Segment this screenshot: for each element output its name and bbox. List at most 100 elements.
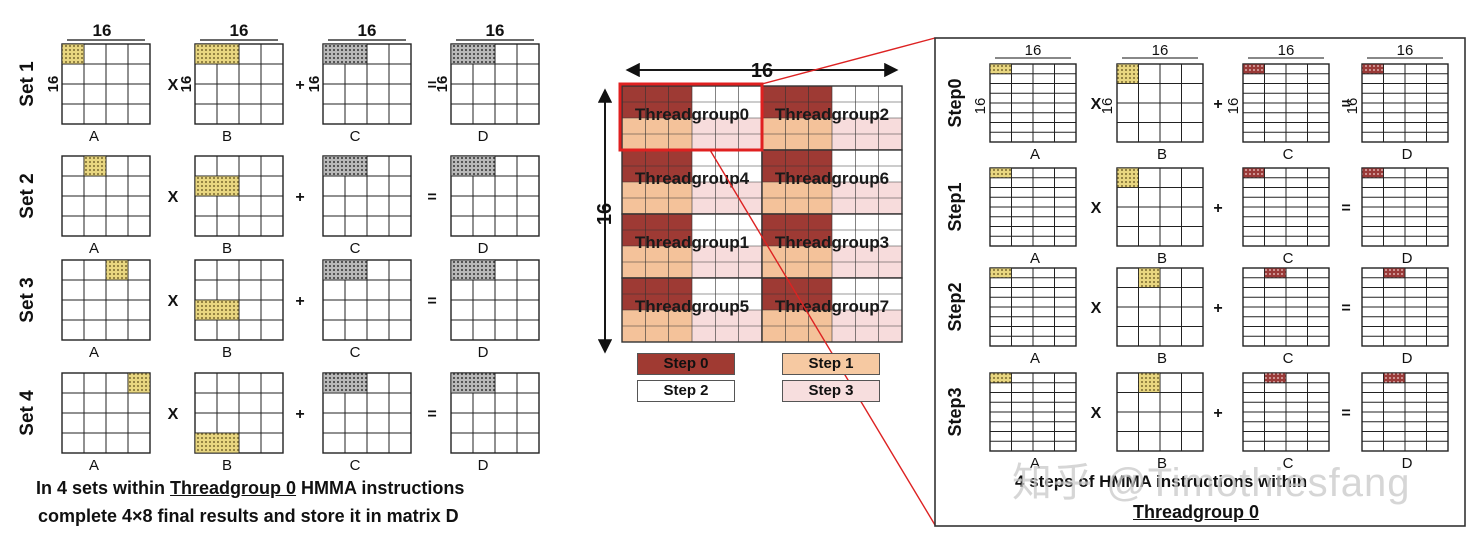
set4-label-b: B bbox=[222, 457, 232, 474]
threadgroup-block: Threadgroup6 bbox=[761, 149, 903, 215]
threadgroup-label-0: Threadgroup0 bbox=[635, 105, 749, 124]
step3-label-d: D bbox=[1402, 455, 1413, 472]
left-caption-pre: In 4 sets within bbox=[36, 478, 171, 498]
step-label-1: Step1 bbox=[945, 182, 965, 231]
step-label-0: Step0 bbox=[945, 78, 965, 127]
set2-tile-d bbox=[450, 155, 496, 177]
right-dim-side-0: 16 bbox=[972, 98, 989, 115]
step3-label-c: C bbox=[1283, 455, 1294, 472]
set1-tile-b bbox=[194, 43, 240, 65]
step3-tile-b bbox=[1138, 372, 1161, 393]
step0-op-2: = bbox=[1341, 96, 1350, 113]
legend-step0-label: Step 0 bbox=[663, 355, 709, 372]
dim-label-top-3: 16 bbox=[486, 21, 505, 40]
set1-label-c: C bbox=[350, 128, 361, 145]
step3-op-0: X bbox=[1091, 405, 1102, 422]
step1-tile-d bbox=[1361, 167, 1384, 179]
step2-tile-c bbox=[1264, 267, 1287, 279]
set3-tile-b bbox=[194, 299, 240, 321]
set4-label-c: C bbox=[350, 457, 361, 474]
step0-matrix-c bbox=[1242, 63, 1330, 143]
threadgroup-label-1: Threadgroup2 bbox=[775, 105, 889, 124]
set-label-1: Set 1 bbox=[17, 61, 38, 107]
set1-op-2: = bbox=[427, 77, 436, 94]
set1-label-d: D bbox=[478, 128, 489, 145]
set3-label-c: C bbox=[350, 344, 361, 361]
right-dim-top-3: 16 bbox=[1397, 42, 1414, 59]
set3-op-0: X bbox=[168, 293, 179, 310]
step2-op-2: = bbox=[1341, 300, 1350, 317]
set1-label-b: B bbox=[222, 128, 232, 145]
set2-tile-c bbox=[322, 155, 368, 177]
dim-label-side-0: 16 bbox=[45, 76, 62, 93]
threadgroup0-highlight bbox=[618, 82, 764, 152]
threadgroup-label-5: Threadgroup3 bbox=[775, 233, 889, 252]
step1-op-2: = bbox=[1341, 200, 1350, 217]
set1-tile-c bbox=[322, 43, 368, 65]
set3-op-1: + bbox=[295, 293, 304, 310]
left-caption: In 4 sets within Threadgroup 0 HMMA inst… bbox=[36, 478, 464, 499]
set3-tile-d bbox=[450, 259, 496, 281]
threadgroup-block: Threadgroup4 bbox=[621, 149, 763, 215]
set4-op-0: X bbox=[168, 406, 179, 423]
set3-tile-a bbox=[105, 259, 129, 281]
step3-tile-c bbox=[1264, 372, 1287, 384]
left-caption-post: HMMA instructions bbox=[296, 478, 465, 498]
step1-label-c: C bbox=[1283, 250, 1294, 267]
legend-step3-label: Step 3 bbox=[808, 382, 854, 399]
zoom-line-bottom bbox=[709, 149, 936, 526]
step0-op-0: X bbox=[1091, 96, 1102, 113]
set2-label-a: A bbox=[89, 240, 99, 257]
threadgroup-block: Threadgroup0 bbox=[621, 85, 763, 151]
set2-op-2: = bbox=[427, 189, 436, 206]
legend-step3: Step 3 bbox=[782, 380, 880, 402]
set1-tile-a bbox=[61, 43, 85, 65]
step1-tile-a bbox=[989, 167, 1012, 179]
right-caption-line2: Threadgroup 0 bbox=[1133, 502, 1260, 522]
set2-op-1: + bbox=[295, 189, 304, 206]
step-label-2: Step2 bbox=[945, 282, 965, 331]
step0-tile-d bbox=[1361, 63, 1384, 75]
step0-label-a: A bbox=[1030, 146, 1040, 163]
set3-label-a: A bbox=[89, 344, 99, 361]
set-label-4: Set 4 bbox=[17, 390, 38, 436]
threadgroup-label-7: Threadgroup7 bbox=[775, 297, 889, 316]
left-caption-threadgroup: Threadgroup 0 bbox=[170, 478, 297, 498]
set4-tile-d bbox=[450, 372, 496, 394]
threadgroup-block: Threadgroup2 bbox=[761, 85, 903, 151]
step2-tile-d bbox=[1383, 267, 1406, 279]
step0-tile-a bbox=[989, 63, 1012, 75]
step0-op-1: + bbox=[1213, 96, 1222, 113]
left-caption-line2: complete 4×8 final results and store it … bbox=[38, 506, 459, 526]
set2-label-d: D bbox=[478, 240, 489, 257]
step3-tile-d bbox=[1383, 372, 1406, 384]
set-label-2: Set 2 bbox=[17, 173, 38, 218]
step2-op-0: X bbox=[1091, 300, 1102, 317]
step-label-3: Step3 bbox=[945, 387, 965, 436]
step2-tile-a bbox=[989, 267, 1012, 279]
step1-matrix-a bbox=[989, 167, 1077, 247]
step1-matrix-c bbox=[1242, 167, 1330, 247]
step1-op-1: + bbox=[1213, 200, 1222, 217]
middle-dim-label-side: 16 bbox=[594, 203, 616, 225]
dim-label-side-1: 16 bbox=[178, 76, 195, 93]
set3-tile-c bbox=[322, 259, 368, 281]
set4-op-2: = bbox=[427, 406, 436, 423]
legend-step0: Step 0 bbox=[637, 353, 735, 375]
set2-label-b: B bbox=[222, 240, 232, 257]
step2-matrix-c bbox=[1242, 267, 1330, 347]
step1-label-d: D bbox=[1402, 250, 1413, 267]
set4-label-d: D bbox=[478, 457, 489, 474]
step0-label-b: B bbox=[1157, 146, 1167, 163]
step3-op-2: = bbox=[1341, 405, 1350, 422]
set-label-3: Set 3 bbox=[17, 277, 38, 322]
threadgroup-label-2: Threadgroup4 bbox=[635, 169, 750, 188]
step1-matrix-d bbox=[1361, 167, 1449, 247]
set2-tile-b bbox=[194, 175, 240, 197]
step1-op-0: X bbox=[1091, 200, 1102, 217]
dim-label-side-3: 16 bbox=[434, 76, 451, 93]
step1-label-b: B bbox=[1157, 250, 1167, 267]
set4-tile-a bbox=[127, 372, 151, 394]
